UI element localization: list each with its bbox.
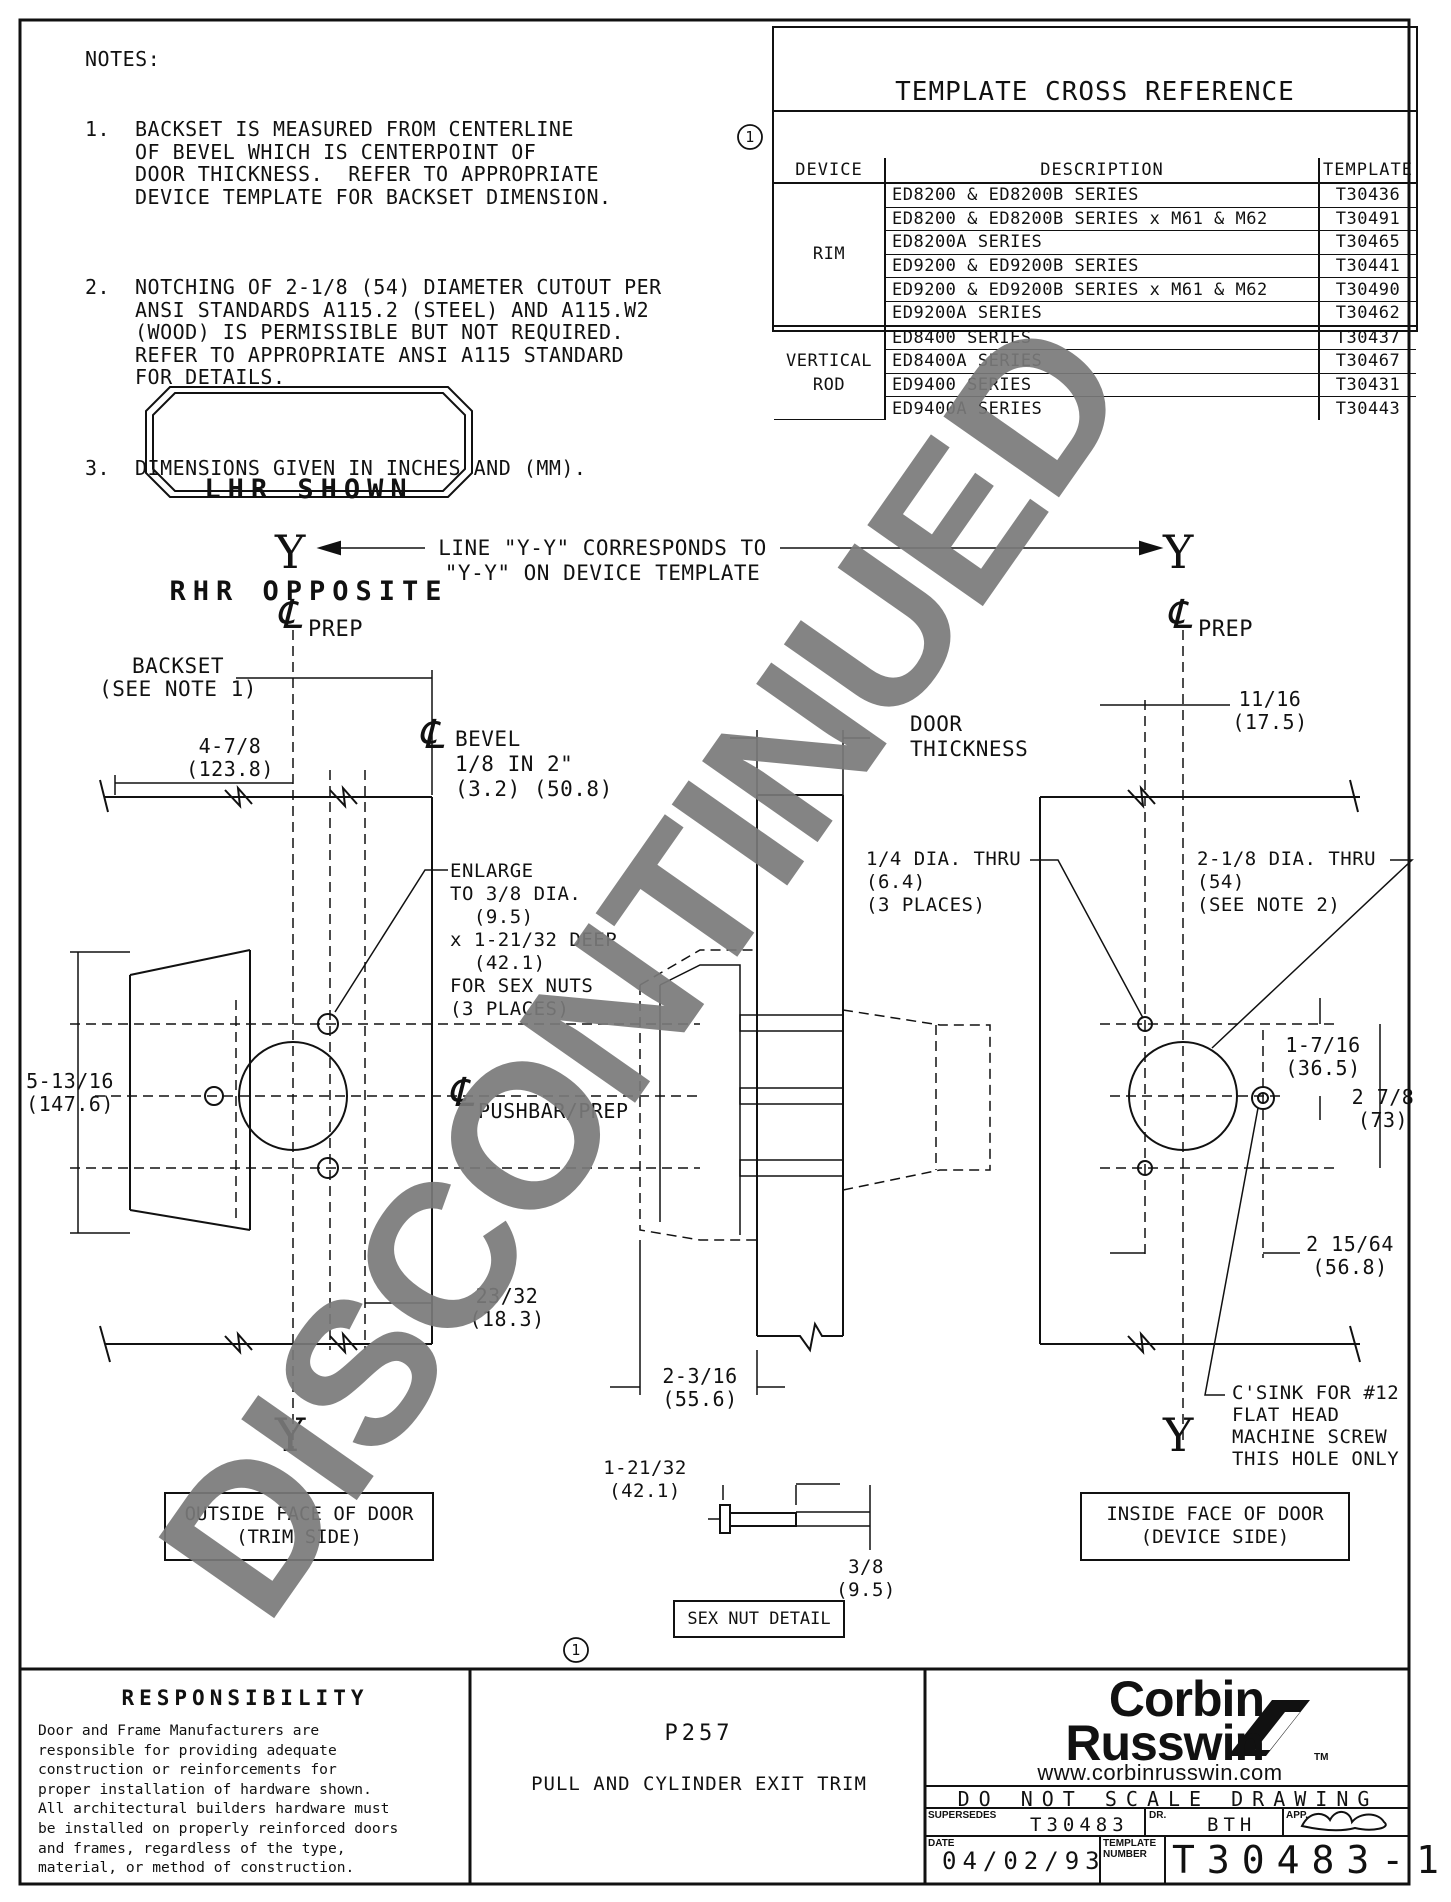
responsibility-text: Door and Frame Manufacturers are respons… bbox=[38, 1722, 399, 1877]
note-2: 2.NOTCHING OF 2-1/8 (54) DIAMETER CUTOUT… bbox=[85, 275, 662, 389]
quarter-dia-note: 1/4 DIA. THRU (6.4) (3 PLACES) bbox=[866, 848, 1022, 916]
sex-nut-detail-drawing bbox=[708, 1483, 871, 1550]
table-cell: T30491 bbox=[1318, 207, 1416, 232]
device-rim: RIM bbox=[774, 183, 886, 327]
dim-2-15-64: 2 15/64 (56.8) bbox=[1306, 1232, 1394, 1279]
drawn-by-label: DR. bbox=[1149, 1810, 1167, 1821]
table-cell: T30490 bbox=[1318, 277, 1416, 302]
trademark: TM bbox=[1314, 1752, 1329, 1763]
dim-2-7-8: 2 7/8 (73) bbox=[1351, 1085, 1415, 1132]
table-cell: ED9200 & ED9200B SERIES x M61 & M62 bbox=[885, 277, 1319, 302]
door-thickness-label: DOOR THICKNESS bbox=[910, 712, 1029, 761]
notes-heading: NOTES: bbox=[85, 47, 161, 71]
table-cell: ED9200 & ED9200B SERIES bbox=[885, 254, 1319, 279]
table-cell: T30467 bbox=[1318, 349, 1416, 374]
table-cell: T30441 bbox=[1318, 254, 1416, 279]
backset-label: BACKSET (SEE NOTE 1) bbox=[99, 654, 257, 701]
table-cell: ED8200A SERIES bbox=[885, 230, 1319, 255]
product-description: PULL AND CYLINDER EXIT TRIM bbox=[531, 1773, 867, 1795]
date-value: 04/02/93 bbox=[942, 1847, 1106, 1875]
table-cell: ED9400A SERIES bbox=[892, 398, 1043, 419]
responsibility-heading: RESPONSIBILITY bbox=[121, 1686, 369, 1710]
table-cell: ED8400A SERIES bbox=[885, 349, 1319, 374]
website-url: www.corbinrusswin.com bbox=[1037, 1760, 1283, 1785]
col-device: DEVICE bbox=[774, 158, 886, 184]
inside-face-caption: INSIDE FACE OF DOOR (DEVICE SIDE) bbox=[1080, 1492, 1350, 1561]
dim-2-3-16: 2-3/16 (55.6) bbox=[662, 1364, 738, 1411]
template-cross-reference-table: TEMPLATE CROSS REFERENCE DEVICE DESCRIPT… bbox=[772, 26, 1418, 421]
cross-reference-title: TEMPLATE CROSS REFERENCE bbox=[774, 74, 1416, 112]
table-cell: T30431 bbox=[1318, 373, 1416, 398]
inside-face-drawing bbox=[1030, 630, 1414, 1440]
product-number: P257 bbox=[664, 1721, 734, 1746]
table-cell: T30462 bbox=[1318, 301, 1416, 327]
outside-face-drawing bbox=[70, 630, 700, 1450]
yy-note: LINE "Y-Y" CORRESPONDS TO "Y-Y" ON DEVIC… bbox=[438, 536, 767, 585]
supersedes-value: T30483 bbox=[1030, 1814, 1129, 1836]
centerline-symbol-right: ℄ bbox=[1166, 592, 1192, 638]
centerline-symbol-bevel: ℄ bbox=[418, 712, 444, 758]
enlarge-note: ENLARGE TO 3/8 DIA. (9.5) x 1-21/32 DEEP… bbox=[450, 860, 618, 1020]
note-3: 3.DIMENSIONS GIVEN IN INCHES AND (MM). bbox=[85, 455, 587, 480]
note-1: 1.BACKSET IS MEASURED FROM CENTERLINE OF… bbox=[85, 117, 612, 209]
device-vertical-rod: VERTICAL ROD bbox=[774, 325, 886, 421]
y-label-top-left: Y bbox=[275, 525, 306, 579]
do-not-scale-label: DO NOT SCALE DRAWING bbox=[957, 1787, 1379, 1811]
table-cell: T30436 bbox=[1318, 183, 1416, 208]
table-cell: T30437 bbox=[1318, 325, 1416, 351]
table-cell: ED9200A SERIES bbox=[885, 301, 1319, 327]
date-label: DATE bbox=[928, 1838, 955, 1849]
table-cell: T30465 bbox=[1318, 230, 1416, 255]
sex-nut-detail-caption: SEX NUT DETAIL bbox=[673, 1600, 845, 1638]
template-number-label: TEMPLATE NUMBER bbox=[1103, 1838, 1157, 1860]
brand-logo-text: Corbin Russwin bbox=[1065, 1671, 1265, 1771]
edge-view-drawing bbox=[316, 540, 1164, 1395]
prep-label-left: PREP bbox=[308, 617, 363, 642]
table-cell: ED8200 & ED8200B SERIES x M61 & M62 bbox=[885, 207, 1319, 232]
approved-label: APP. bbox=[1286, 1810, 1309, 1821]
dim-5-13-16: 5-13/16 (147.6) bbox=[26, 1069, 114, 1116]
supersedes-label: SUPERSEDES bbox=[928, 1810, 997, 1821]
col-description: DESCRIPTION bbox=[885, 158, 1320, 184]
centerline-symbol-pushbar: ℄ bbox=[448, 1070, 474, 1116]
y-label-bottom-right: Y bbox=[1163, 1408, 1194, 1462]
corbin-russwin-logo-mark bbox=[1228, 1700, 1310, 1756]
big-dia-note: 2-1/8 DIA. THRU (54) (SEE NOTE 2) bbox=[1197, 848, 1377, 916]
table-cell: ED8400 SERIES bbox=[885, 325, 1319, 351]
table-cell: T30443 bbox=[1318, 396, 1416, 420]
dim-1-21-32: 1-21/32 (42.1) bbox=[603, 1457, 687, 1502]
approval-signature bbox=[1300, 1811, 1387, 1832]
notes-list: 1.BACKSET IS MEASURED FROM CENTERLINE OF… bbox=[85, 73, 662, 525]
centerline-symbol-left: ℄ bbox=[276, 592, 302, 638]
dim-11-16: 11/16 (17.5) bbox=[1232, 687, 1308, 734]
template-number-value: T30483-1 bbox=[1172, 1838, 1451, 1882]
pushbar-prep-label: PUSHBAR/PREP bbox=[478, 1099, 629, 1123]
dim-4-7-8: 4-7/8 (123.8) bbox=[186, 734, 274, 781]
col-template: TEMPLATE bbox=[1319, 158, 1416, 184]
y-label-bottom-left: Y bbox=[275, 1408, 306, 1462]
table-cell: ED9400 SERIES bbox=[885, 373, 1319, 398]
outside-face-caption: OUTSIDE FACE OF DOOR (TRIM SIDE) bbox=[164, 1492, 434, 1561]
dim-3-8: 3/8 (9.5) bbox=[836, 1556, 896, 1601]
table-cell: ED8200 & ED8200B SERIES bbox=[885, 183, 1319, 208]
drawn-by-value: BTH bbox=[1207, 1814, 1257, 1836]
dim-1-7-16: 1-7/16 (36.5) bbox=[1285, 1033, 1361, 1080]
handing-label: LHR SHOWN RHR OPPOSITE bbox=[169, 474, 449, 607]
revision-mark-top: 1 bbox=[745, 128, 755, 146]
y-label-top-right: Y bbox=[1163, 525, 1194, 579]
bevel-label: BEVEL 1/8 IN 2" (3.2) (50.8) bbox=[455, 727, 613, 801]
prep-label-right: PREP bbox=[1198, 617, 1253, 642]
dim-23-32: 23/32 (18.3) bbox=[469, 1284, 545, 1331]
revision-mark-bottom: 1 bbox=[571, 1641, 581, 1659]
csink-note: C'SINK FOR #12 FLAT HEAD MACHINE SCREW T… bbox=[1232, 1382, 1400, 1470]
